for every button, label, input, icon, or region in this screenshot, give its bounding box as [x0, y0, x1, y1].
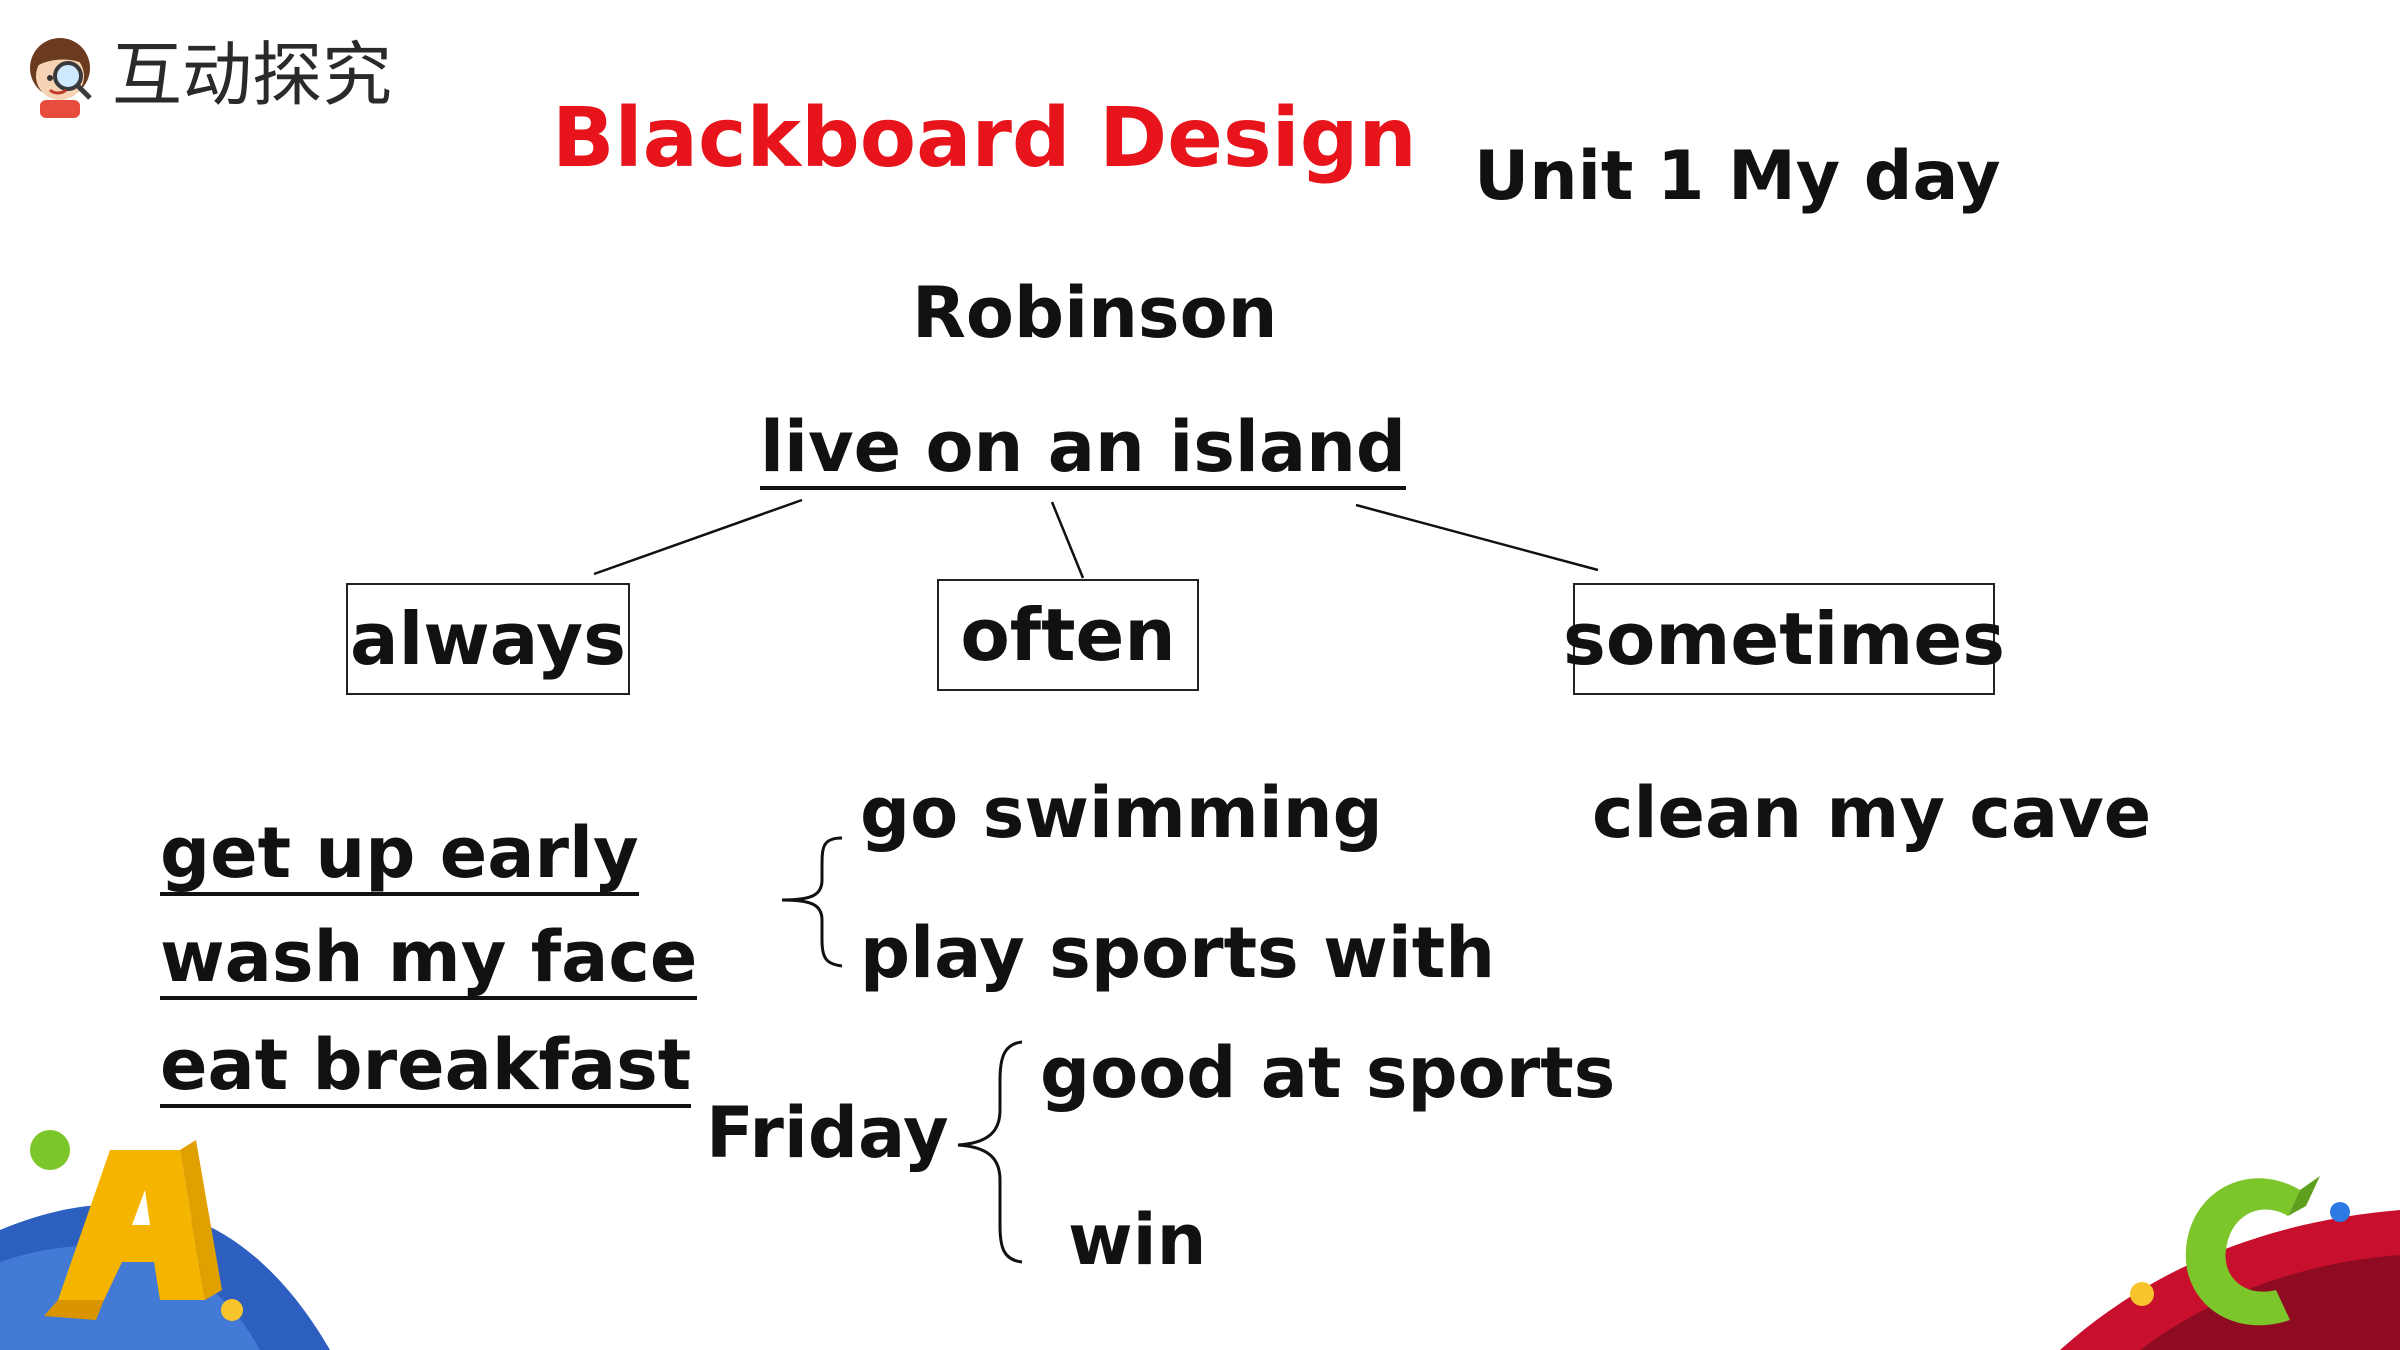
- category-label: often: [960, 593, 1176, 677]
- yellow-dot-right: [2130, 1282, 2154, 1306]
- green-dot: [30, 1130, 70, 1170]
- connector-sometimes: [1355, 503, 1599, 572]
- category-label: always: [350, 597, 626, 681]
- unit-title: Unit 1 My day: [1474, 137, 2001, 216]
- letter-a-icon: [44, 1140, 222, 1320]
- connector-often: [1050, 501, 1085, 579]
- often-item: go swimming: [860, 772, 1383, 854]
- category-box-often: often: [937, 579, 1199, 691]
- sometimes-item: clean my cave: [1592, 772, 2152, 854]
- blue-dot: [2330, 1202, 2350, 1222]
- connector-always: [593, 498, 803, 576]
- always-item: eat breakfast: [160, 1024, 692, 1108]
- slide-title: Blackboard Design: [552, 91, 1417, 186]
- sub-root-node: live on an island: [760, 406, 1407, 490]
- letter-c-icon: [2185, 1178, 2300, 1326]
- friday-label: Friday: [706, 1092, 949, 1174]
- brace-friday: [957, 1040, 1023, 1264]
- teacher-magnifier-icon: [20, 28, 104, 120]
- root-node: Robinson: [912, 272, 1278, 354]
- friday-item: good at sports: [1040, 1032, 1616, 1114]
- category-box-always: always: [346, 583, 630, 695]
- category-box-sometimes: sometimes: [1563, 583, 2005, 695]
- always-item: get up early: [160, 812, 639, 896]
- friday-item: win: [1068, 1199, 1207, 1281]
- often-item: play sports with: [860, 912, 1496, 994]
- yellow-dot: [221, 1299, 243, 1321]
- category-label: sometimes: [1563, 597, 2005, 681]
- section-title: 互动探究: [112, 34, 392, 116]
- always-item: wash my face: [160, 916, 698, 1000]
- brace-often: [781, 836, 843, 968]
- bottom-left-swoosh-light: [0, 1246, 260, 1350]
